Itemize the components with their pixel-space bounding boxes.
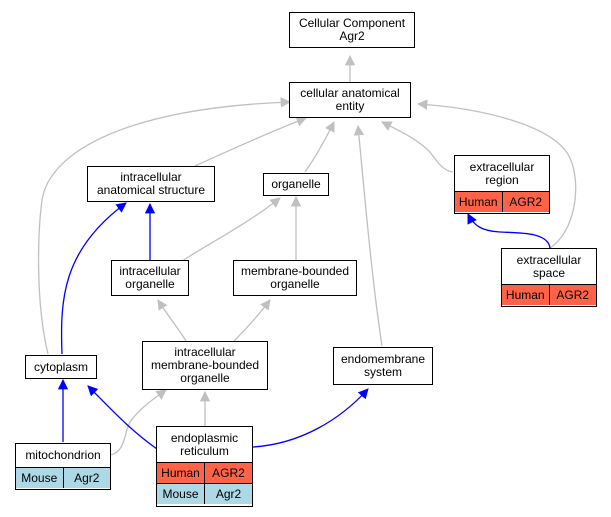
node-intracellular-organelle-label: intracellular organelle [119,264,181,291]
node-extracellular-region[interactable]: extracellular region Human AGR2 [454,155,550,214]
edge-mito-to-imbo [109,389,167,456]
endoplasmic-reticulum-species-human[interactable]: Human [157,463,204,483]
edge-imbo-to-mbo [233,299,271,342]
mitochondrion-gene[interactable]: Agr2 [62,468,110,488]
edge-er-region-space [467,213,551,249]
node-cytoplasm-label: cytoplasm [33,359,89,374]
edge-er-to-endomembrane [252,388,369,448]
node-endoplasmic-reticulum-label: endoplasmic reticulum [170,430,239,458]
mitochondrion-mouse-row: Mouse Agr2 [16,467,110,488]
edge-io-to-organelle [181,197,281,262]
edge-ias-to-cae [194,116,307,167]
endoplasmic-reticulum-gene-human[interactable]: AGR2 [204,463,252,483]
endoplasmic-reticulum-human-row: Human AGR2 [157,462,252,483]
node-intracellular-membrane-bounded-organelle[interactable]: intracellular membrane-bounded organelle [142,341,268,390]
node-mitochondrion[interactable]: mitochondrion Mouse Agr2 [15,443,111,490]
node-endoplasmic-reticulum[interactable]: endoplasmic reticulum Human AGR2 Mouse A… [156,426,253,507]
node-mitochondrion-label: mitochondrion [25,448,101,462]
extracellular-region-human-row: Human AGR2 [455,191,549,212]
node-extracellular-space-label: extracellular space [516,252,582,280]
node-intracellular-organelle[interactable]: intracellular organelle [111,260,189,296]
extracellular-region-gene[interactable]: AGR2 [501,192,549,212]
edge-cytoplasm-to-cae [37,97,292,355]
node-cellular-anatomical-entity-label: cellular anatomical entity [300,86,400,113]
node-cellular-component-label: Cellular Component Agr2 [298,16,406,43]
node-cellular-component[interactable]: Cellular Component Agr2 [289,12,415,48]
endoplasmic-reticulum-species-mouse[interactable]: Mouse [157,484,204,504]
node-intracellular-anatomical-structure-label: intracellular anatomical structure [96,170,206,197]
edge-imbo-to-io [157,299,187,342]
edge-er-region-to-cae [381,121,454,173]
edge-er-to-cytoplasm [87,385,158,450]
node-membrane-bounded-organelle-label: membrane-bounded organelle [240,264,350,291]
node-extracellular-space[interactable]: extracellular space Human AGR2 [501,248,597,307]
extracellular-space-gene[interactable]: AGR2 [548,285,596,305]
node-organelle-label: organelle [271,177,321,191]
node-endomembrane-system-label: endomembrane system [340,352,426,379]
node-extracellular-region-label: extracellular region [469,159,535,187]
edge-endomembrane-to-cae [353,124,383,347]
node-cytoplasm[interactable]: cytoplasm [25,355,97,379]
endoplasmic-reticulum-gene-mouse[interactable]: Agr2 [204,484,252,504]
extracellular-space-species[interactable]: Human [502,285,549,305]
node-endomembrane-system[interactable]: endomembrane system [333,347,433,385]
node-membrane-bounded-organelle[interactable]: membrane-bounded organelle [233,260,357,296]
mitochondrion-species[interactable]: Mouse [16,468,63,488]
edge-organelle-to-cae [304,121,335,173]
edge-cytoplasm-to-ias [60,202,127,355]
extracellular-space-human-row: Human AGR2 [502,284,596,305]
extracellular-region-species[interactable]: Human [455,192,502,212]
node-intracellular-membrane-bounded-organelle-label: intracellular membrane-bounded organelle [150,345,260,385]
edge-ex-space-to-cae [416,99,577,249]
node-organelle[interactable]: organelle [263,173,329,196]
node-cellular-anatomical-entity[interactable]: cellular anatomical entity [289,82,411,118]
endoplasmic-reticulum-mouse-row: Mouse Agr2 [157,483,252,504]
node-intracellular-anatomical-structure[interactable]: intracellular anatomical structure [87,166,215,202]
